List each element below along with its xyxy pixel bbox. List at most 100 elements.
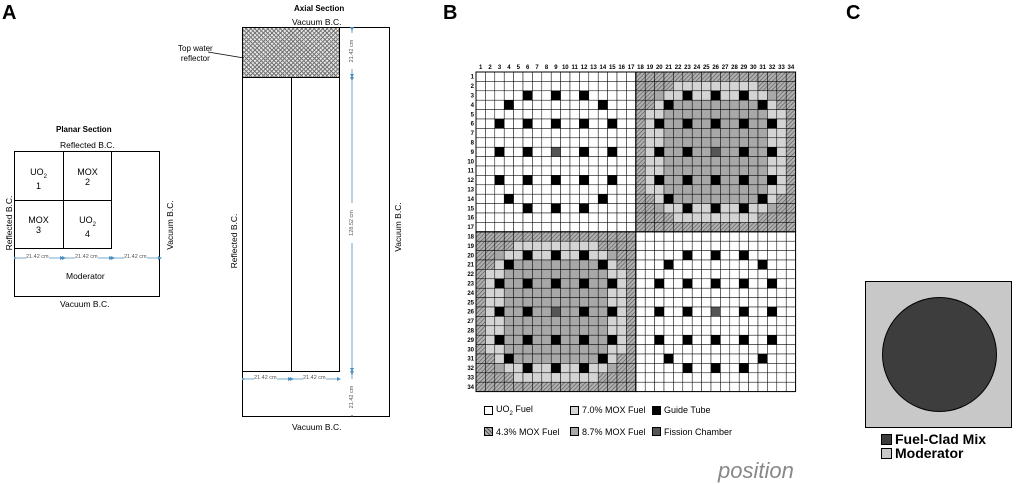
lattice-pin-uo2 bbox=[560, 175, 571, 186]
lattice-pin-mox70 bbox=[767, 99, 778, 110]
lattice-pin-uo2 bbox=[513, 90, 524, 101]
lattice-pin-mox87 bbox=[729, 109, 740, 120]
lattice-pin-uo2 bbox=[701, 240, 712, 251]
lattice-pin-mox87 bbox=[710, 109, 721, 120]
lattice-pin-mox87 bbox=[663, 146, 674, 157]
lattice-pin-uo2 bbox=[673, 297, 684, 308]
lattice-pin-uo2 bbox=[767, 269, 778, 280]
lattice-pin-uo2 bbox=[541, 71, 552, 82]
lattice-pin-uo2 bbox=[607, 156, 618, 167]
lattice-pin-uo2 bbox=[626, 146, 637, 157]
lattice-pin-mox87 bbox=[550, 269, 561, 280]
lattice-pin-mox43 bbox=[785, 118, 796, 129]
lattice-pin-guide bbox=[654, 334, 665, 345]
lattice-pin-uo2 bbox=[513, 184, 524, 195]
lattice-pin-uo2 bbox=[701, 278, 712, 289]
lattice-pin-uo2 bbox=[635, 334, 646, 345]
lattice-pin-mox43 bbox=[748, 222, 759, 233]
lattice-pin-mox87 bbox=[710, 99, 721, 110]
lattice-pin-uo2 bbox=[513, 165, 524, 176]
lattice-row-label: 31 bbox=[467, 357, 474, 363]
lattice-pin-uo2 bbox=[635, 372, 646, 383]
lattice-pin-mox87 bbox=[597, 287, 608, 298]
lattice-pin-mox43 bbox=[785, 193, 796, 204]
lattice-pin-guide bbox=[550, 118, 561, 129]
lattice-pin-uo2 bbox=[738, 353, 749, 364]
lattice-pin-mox43 bbox=[785, 146, 796, 157]
lattice-pin-uo2 bbox=[654, 363, 665, 374]
lattice-pin-mox43 bbox=[757, 71, 768, 82]
lattice-pin-guide bbox=[767, 175, 778, 186]
lattice-pin-uo2 bbox=[607, 212, 618, 223]
lattice-pin-mox43 bbox=[682, 222, 693, 233]
lattice-pin-uo2 bbox=[588, 118, 599, 129]
lattice-pin-mox43 bbox=[776, 90, 787, 101]
lattice-pin-uo2 bbox=[513, 81, 524, 92]
lattice-pin-mox70 bbox=[701, 203, 712, 214]
lattice-pin-uo2 bbox=[597, 165, 608, 176]
lattice-pin-uo2 bbox=[541, 90, 552, 101]
lattice-pin-mox43 bbox=[513, 381, 524, 392]
lattice-col-label: 16 bbox=[618, 65, 625, 71]
lattice-pin-guide bbox=[654, 306, 665, 317]
lattice-col-label: 10 bbox=[562, 65, 569, 71]
pin-cell-moderator bbox=[865, 281, 1012, 428]
lattice-pin-uo2 bbox=[729, 334, 740, 345]
lattice-pin-guide bbox=[522, 175, 533, 186]
lattice-pin-uo2 bbox=[635, 231, 646, 242]
lattice-pin-mox87 bbox=[550, 287, 561, 298]
lattice-pin-guide bbox=[550, 334, 561, 345]
lattice-pin-uo2 bbox=[550, 71, 561, 82]
lattice-pin-guide bbox=[654, 118, 665, 129]
lattice-pin-mox70 bbox=[644, 184, 655, 195]
lattice-pin-uo2 bbox=[588, 81, 599, 92]
lattice-pin-uo2 bbox=[767, 372, 778, 383]
lattice-pin-uo2 bbox=[785, 316, 796, 327]
lattice-pin-mox43 bbox=[635, 118, 646, 129]
lattice-pin-uo2 bbox=[757, 334, 768, 345]
lattice-pin-mox87 bbox=[569, 344, 580, 355]
lattice-pin-uo2 bbox=[729, 250, 740, 261]
lattice-pin-uo2 bbox=[579, 222, 590, 233]
lattice-pin-guide bbox=[682, 146, 693, 157]
lattice-pin-mox70 bbox=[541, 240, 552, 251]
lattice-pin-uo2 bbox=[663, 344, 674, 355]
lattice-pin-uo2 bbox=[691, 287, 702, 298]
lattice-pin-mox87 bbox=[569, 306, 580, 317]
lattice-pin-mox87 bbox=[720, 146, 731, 157]
lattice-pin-uo2 bbox=[560, 156, 571, 167]
lattice-pin-uo2 bbox=[494, 212, 505, 223]
lattice-pin-uo2 bbox=[503, 175, 514, 186]
lattice-pin-mox43 bbox=[597, 240, 608, 251]
lattice-pin-guide bbox=[738, 278, 749, 289]
lattice-pin-guide bbox=[738, 146, 749, 157]
lattice-pin-guide bbox=[663, 259, 674, 270]
lattice-pin-uo2 bbox=[738, 240, 749, 251]
lattice-pin-uo2 bbox=[729, 325, 740, 336]
lattice-col-label: 9 bbox=[554, 65, 558, 71]
lattice-pin-guide bbox=[607, 278, 618, 289]
lattice-pin-mox87 bbox=[579, 353, 590, 364]
lattice-pin-mox43 bbox=[691, 222, 702, 233]
lattice-pin-uo2 bbox=[776, 269, 787, 280]
lattice-pin-uo2 bbox=[597, 137, 608, 148]
lattice-pin-mox43 bbox=[569, 381, 580, 392]
lattice-pin-uo2 bbox=[738, 297, 749, 308]
lattice-pin-uo2 bbox=[607, 81, 618, 92]
lattice-pin-mox70 bbox=[720, 203, 731, 214]
lattice-pin-uo2 bbox=[767, 381, 778, 392]
lattice-pin-mox70 bbox=[767, 193, 778, 204]
lattice-pin-uo2 bbox=[729, 278, 740, 289]
lattice-pin-uo2 bbox=[776, 306, 787, 317]
lattice-pin-uo2 bbox=[532, 203, 543, 214]
lattice-pin-mox43 bbox=[626, 363, 637, 374]
lattice-pin-mox87 bbox=[541, 278, 552, 289]
lattice-pin-mox43 bbox=[532, 231, 543, 242]
lattice-pin-uo2 bbox=[522, 137, 533, 148]
lattice-pin-uo2 bbox=[541, 137, 552, 148]
lattice-pin-uo2 bbox=[691, 372, 702, 383]
lattice-pin-uo2 bbox=[673, 381, 684, 392]
lattice-pin-mox70 bbox=[776, 156, 787, 167]
lattice-pin-uo2 bbox=[785, 269, 796, 280]
legend-mox43: 4.3% MOX Fuel bbox=[484, 427, 570, 437]
